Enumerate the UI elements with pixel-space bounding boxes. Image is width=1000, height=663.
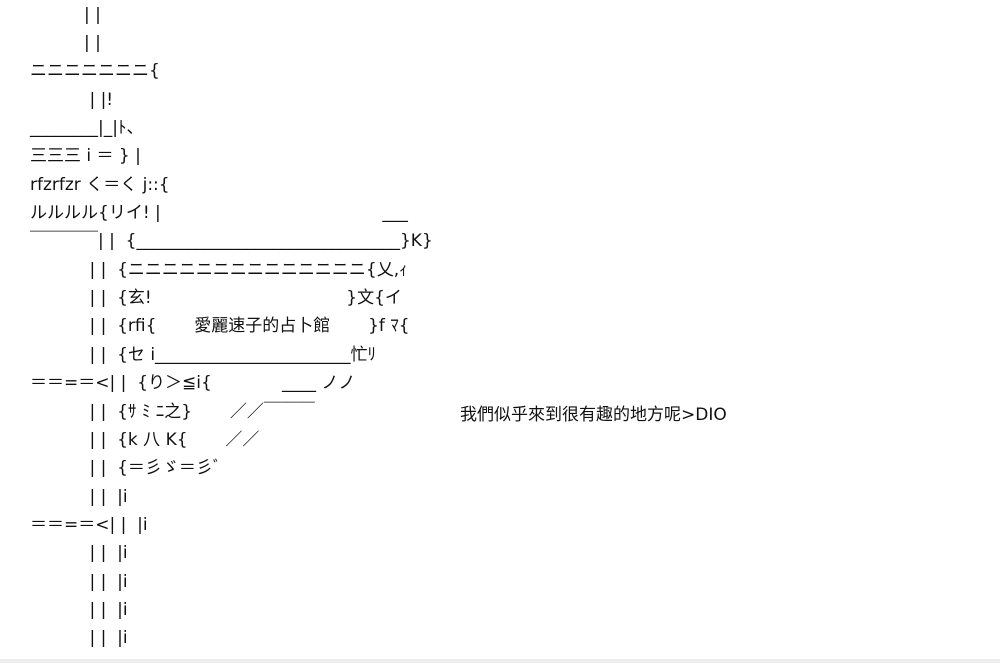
art-line: ルルルル{リイ! | ___ <box>30 203 408 223</box>
art-line: | | {セ i_______________________忙ﾘ <box>30 345 377 365</box>
art-line: | | {＝彡ゞ＝彡ﾞ <box>30 458 222 478</box>
art-line: | |! <box>30 90 114 110</box>
art-line: 三三三 i ＝ } | <box>30 146 141 166</box>
dialogue-text: 我們似乎來到很有趣的地方呢>DIO <box>460 405 727 425</box>
art-line: | | |i <box>30 628 128 648</box>
art-line: | | {ｻ ﾐ ﾆ之} ／／￣￣￣ <box>30 402 315 422</box>
art-line: | | <box>30 33 101 53</box>
art-line: | | |i <box>30 543 128 563</box>
art-line: ＝＝=＝<| | |i <box>30 515 148 535</box>
art-line: ￣￣￣￣| | {_______________________________… <box>30 231 433 251</box>
art-line: | | {k 八 K{ ／／ <box>30 430 260 450</box>
art-line: | | |i <box>30 487 128 507</box>
art-line: | | {玄! }文{イ <box>30 288 402 308</box>
bottom-divider <box>0 659 1000 663</box>
art-line: ________|_|ﾄ、 <box>30 118 144 138</box>
art-line: | | {rfi{ 愛麗速子的占卜館 }f ﾏ{ <box>30 316 410 336</box>
art-line: | | |i <box>30 600 128 620</box>
art-line: rfzrfzr く＝く j::{ <box>30 175 170 195</box>
art-line: | | {ニニニニニニニニニニニニニニ{乂,ｨ <box>30 260 408 280</box>
art-line: ニニニニニニニ{ <box>30 61 160 81</box>
art-line: | | <box>30 5 101 25</box>
art-line: | | |i <box>30 572 128 592</box>
art-line: ＝＝=＝<| | {り＞≦i{ ____ ノノ <box>30 373 356 393</box>
